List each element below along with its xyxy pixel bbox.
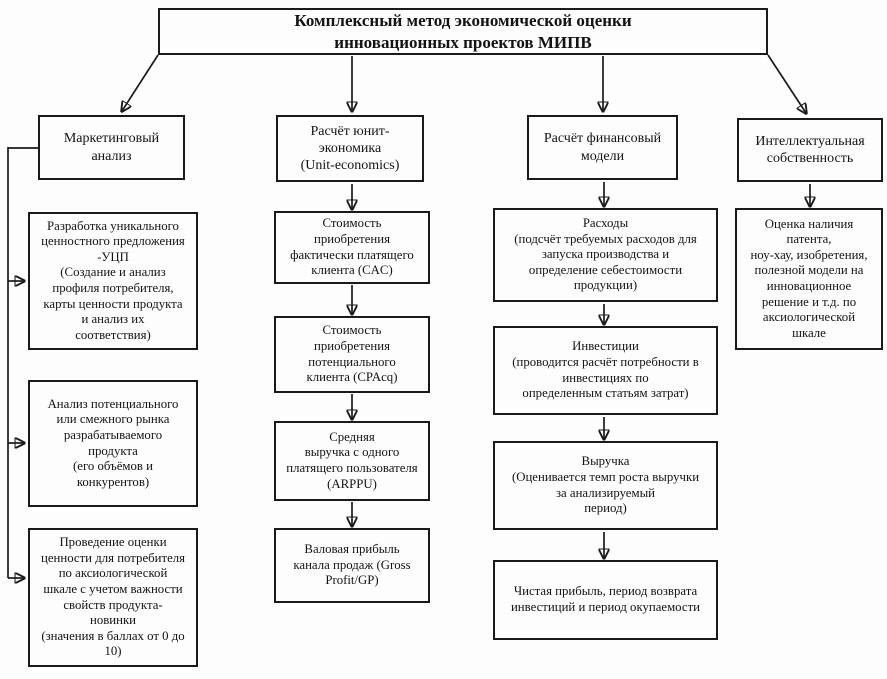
box-unique-value-proposition-label: Разработка уникального ценностного предл… [41, 218, 185, 342]
box-arppu-label: Средняя выручка с одного платящего польз… [286, 429, 418, 491]
header-intellectual-property-label: Интеллектуальная собственность [755, 133, 865, 166]
box-expenses: Расходы (подсчёт требуемых расходов для … [493, 208, 718, 302]
box-gross-profit: Валовая прибыль канала продаж (Gross Pro… [274, 528, 430, 603]
header-marketing-analysis: Маркетинговый анализ [38, 115, 185, 180]
box-gross-profit-label: Валовая прибыль канала продаж (Gross Pro… [293, 542, 411, 588]
box-investments: Инвестиции (проводится расчёт потребност… [493, 326, 718, 415]
box-cpacq: Стоимость приобретения потенциального кл… [274, 316, 430, 393]
box-patent-assessment-label: Оценка наличия патента, ноу-хау, изобрет… [750, 216, 868, 340]
box-net-profit-label: Чистая прибыль, период возврата инвестиц… [510, 584, 701, 614]
box-investments-label: Инвестиции (проводится расчёт потребност… [512, 339, 699, 401]
header-financial-model: Расчёт финансовый модели [527, 115, 678, 180]
box-arppu: Средняя выручка с одного платящего польз… [274, 421, 430, 501]
box-market-analysis: Анализ потенциального или смежного рынка… [28, 380, 198, 507]
header-unit-economics: Расчёт юнит- экономика (Unit-economics) [276, 115, 424, 182]
box-revenue: Выручка (Оценивается темп роста выручки … [493, 441, 718, 530]
box-market-analysis-label: Анализ потенциального или смежного рынка… [47, 396, 179, 489]
box-net-profit: Чистая прибыль, период возврата инвестиц… [493, 560, 718, 640]
root-title-label: Комплексный метод экономической оценки и… [294, 11, 632, 52]
header-intellectual-property: Интеллектуальная собственность [737, 118, 883, 182]
box-cac-label: Стоимость приобретения фактически платящ… [290, 216, 414, 278]
box-revenue-label: Выручка (Оценивается темп роста выручки … [511, 454, 700, 516]
box-cac: Стоимость приобретения фактически платящ… [274, 211, 430, 284]
box-cpacq-label: Стоимость приобретения потенциального кл… [306, 323, 398, 385]
box-value-assessment-label: Проведение оценки ценности для потребите… [40, 535, 186, 659]
header-unit-economics-label: Расчёт юнит- экономика (Unit-economics) [300, 123, 400, 174]
box-value-assessment: Проведение оценки ценности для потребите… [28, 528, 198, 667]
box-expenses-label: Расходы (подсчёт требуемых расходов для … [514, 215, 697, 293]
connector-root-to-marketing [122, 54, 159, 111]
header-financial-model-label: Расчёт финансовый модели [543, 131, 662, 164]
header-marketing-analysis-label: Маркетинговый анализ [63, 131, 160, 164]
root-box-title: Комплексный метод экономической оценки и… [158, 8, 768, 55]
connector-root-to-ip [767, 54, 806, 113]
box-patent-assessment: Оценка наличия патента, ноу-хау, изобрет… [735, 208, 883, 350]
box-unique-value-proposition: Разработка уникального ценностного предл… [28, 212, 198, 350]
